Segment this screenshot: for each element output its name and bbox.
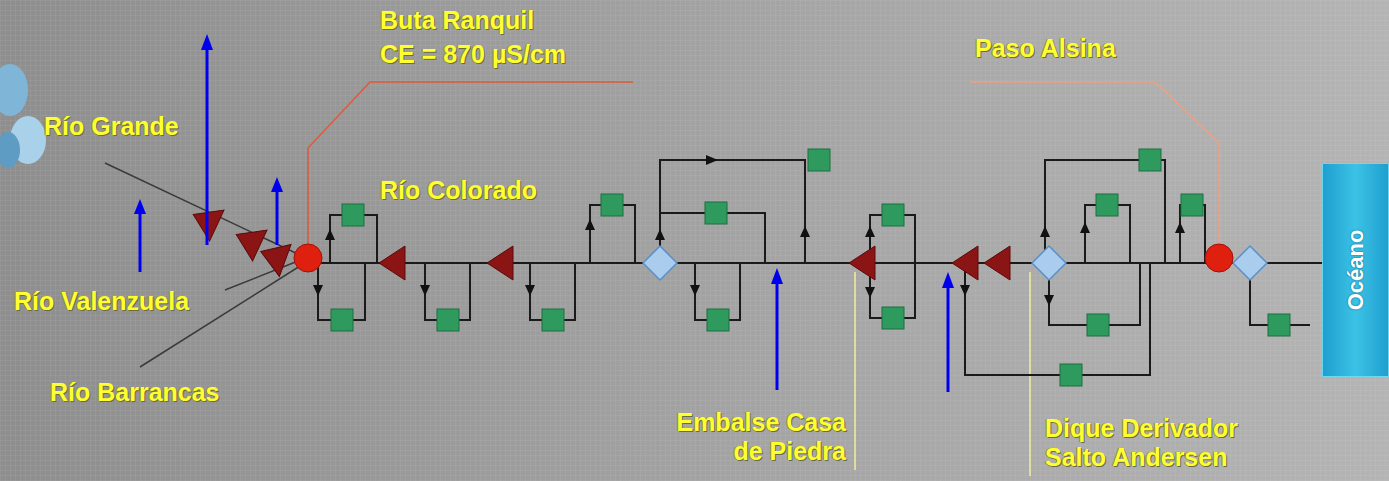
ocean-text: Océano [1343, 230, 1369, 311]
dam-label: Dique Derivador Salto Andersen [1045, 414, 1267, 472]
dam-diamond [1032, 246, 1066, 280]
flow-triangle [229, 219, 267, 261]
measurement-label: CE = 870 µS/cm [380, 40, 566, 69]
inflow-arrow [206, 48, 209, 245]
leader-line [308, 82, 633, 244]
water-use-square [1060, 364, 1082, 386]
water-splash [0, 132, 20, 168]
water-picture [0, 64, 46, 168]
river-label: Río Grande [44, 112, 179, 141]
flow-triangle [255, 236, 291, 277]
river-label: Río Barrancas [50, 378, 220, 407]
leader-line [854, 272, 856, 470]
water-use-square [1268, 314, 1290, 336]
ocean-band: Océano [1322, 163, 1389, 377]
water-use-square [707, 309, 729, 331]
water-use-square [1087, 314, 1109, 336]
water-use-square [437, 309, 459, 331]
river-label: Río Valenzuela [14, 287, 189, 316]
inflow-arrow [139, 212, 142, 272]
water-use-square [882, 307, 904, 329]
flow-arrowhead [313, 155, 1185, 306]
flow-triangle [379, 246, 1010, 280]
flow-triangle [186, 199, 224, 241]
water-use-square [331, 309, 353, 331]
station-circle [294, 244, 322, 272]
water-use-square [601, 194, 623, 216]
river-label: Río Colorado [380, 176, 537, 205]
river-line [308, 160, 1322, 375]
inflow-arrow [947, 286, 950, 392]
water-splash [0, 64, 28, 116]
water-use-square [705, 202, 727, 224]
water-use-square [342, 204, 364, 226]
dam-diamond [1233, 246, 1267, 280]
water-use-square [1139, 149, 1161, 171]
inflow-arrow [776, 282, 779, 390]
station-label: Paso Alsina [975, 34, 1116, 63]
inflow-arrow [276, 190, 279, 245]
water-use-square [1096, 194, 1118, 216]
station-circle [1205, 244, 1233, 272]
water-use-square [882, 204, 904, 226]
tributary-line [105, 163, 300, 367]
dam-diamond [643, 246, 677, 280]
water-use-square [808, 149, 830, 171]
station-label: Buta Ranquil [380, 6, 534, 35]
inflow-arrowhead [134, 34, 954, 288]
leader-line [970, 82, 1219, 244]
water-use-square [1181, 194, 1203, 216]
reservoir-label: Embalse Casa de Piedra [656, 408, 846, 466]
water-use-square [542, 309, 564, 331]
